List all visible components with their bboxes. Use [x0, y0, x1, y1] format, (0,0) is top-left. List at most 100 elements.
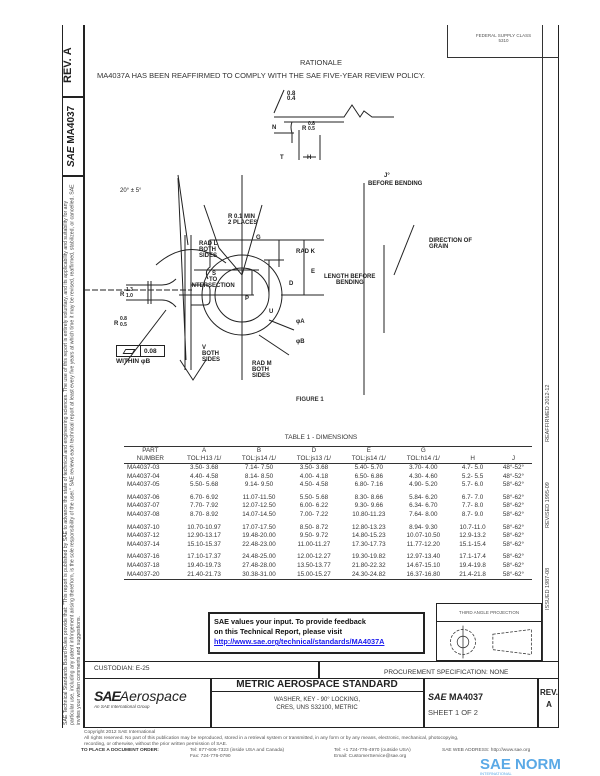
table-title: TABLE 1 - DIMENSIONS	[284, 434, 358, 441]
table-cell: MA4037-16	[127, 553, 160, 561]
svg-text:2 PLACES: 2 PLACES	[228, 220, 257, 226]
table-cell: MA4037-18	[127, 561, 160, 569]
svg-text:SIDES: SIDES	[252, 373, 270, 379]
table-cell: 12.90-13.17	[187, 532, 221, 540]
svg-text:R: R	[120, 292, 125, 298]
table-cell: MA4037-07	[127, 502, 160, 510]
tel-inside: Tel: 877-606-7323 (inside USA and Canada…	[190, 748, 285, 753]
order-label: TO PLACE A DOCUMENT ORDER:	[81, 748, 159, 753]
table-cell: 5.40- 5.70	[354, 464, 383, 471]
header-top-6	[450, 447, 495, 456]
svg-text:BOTH: BOTH	[202, 351, 219, 357]
table-cell: 4.7- 5.0	[461, 464, 484, 471]
svg-text:1.0: 1.0	[126, 293, 133, 299]
custodian: CUSTODIAN: E-25	[94, 665, 150, 672]
table-cell: 19.4-19.8	[459, 561, 486, 569]
header-top-1: A	[202, 447, 207, 454]
table-cell: 19.30-19.82	[351, 553, 386, 561]
svg-text:0.8: 0.8	[287, 91, 296, 97]
table-cell: 5.84- 6.20	[409, 493, 438, 501]
table-cell: 4.90- 5.20	[409, 481, 438, 489]
table-cell: 9.50- 9.72	[299, 532, 329, 540]
table-cell: 10.7-11.0	[459, 523, 486, 531]
custodian-row: CUSTODIAN: E-25 PROCUREMENT SPECIFICATIO…	[84, 661, 559, 679]
table-cell: 7.7- 8.0	[461, 502, 484, 510]
table-cell: 21.40-21.73	[187, 570, 221, 578]
feedback-link[interactable]: http://www.sae.org/technical/standards/M…	[214, 637, 385, 646]
procurement-spec: PROCUREMENT SPECIFICATION: NONE	[384, 669, 509, 676]
table-cell: 58°-62°	[502, 510, 525, 518]
table-cell: 11.77-12.20	[406, 540, 440, 548]
svg-text:GRAIN: GRAIN	[429, 244, 448, 250]
svg-text:φB: φB	[296, 339, 305, 345]
table-cell: MA4037-14	[127, 540, 160, 548]
table-cell: 12.07-12.50	[242, 502, 276, 510]
table-cell: 4.40- 4.58	[189, 472, 219, 480]
table-cell: 58°-62°	[502, 502, 525, 510]
table-cell: 21.80-22.32	[351, 561, 386, 569]
svg-text:0.5: 0.5	[120, 322, 127, 328]
table-cell: 7.00- 7.22	[299, 510, 329, 518]
logo-subtitle: An SAE International Group	[94, 704, 150, 709]
table-cell: 58°-62°	[502, 561, 525, 569]
header-bottom-7: J	[511, 455, 516, 462]
margin-rev: REV. A	[62, 35, 83, 95]
table-cell: 9.14- 9.50	[244, 481, 274, 489]
table-cell: 12.97-13.40	[406, 553, 441, 561]
header-bottom-2: TOL:js14 /1/	[241, 455, 277, 462]
svg-text:RAD K: RAD K	[296, 249, 316, 255]
header-top-0: PART	[142, 447, 159, 454]
rev-label: REV.	[62, 58, 74, 83]
fsc-label: FEDERAL SUPPLY CLASS	[475, 33, 532, 38]
svg-text:0.4: 0.4	[287, 96, 296, 102]
table-cell: 5.7- 6.0	[461, 481, 484, 489]
svg-text:R: R	[114, 321, 119, 327]
svg-text:V: V	[202, 345, 206, 351]
rev-value: A	[62, 47, 74, 56]
table-cell: 6.50- 6.86	[354, 472, 383, 480]
title-rev-label: REV.	[540, 688, 558, 697]
margin-divider-2	[62, 175, 84, 177]
flatness-icon	[117, 346, 141, 356]
table-cell: 17.30-17.73	[351, 540, 386, 548]
tb-divider-2	[423, 678, 425, 728]
logo-aerospace: Aerospace	[119, 688, 187, 704]
table-cell: 8.70- 8.92	[189, 510, 219, 518]
sae-norm-watermark: SAE NORM INTERNATIONAL	[480, 757, 561, 776]
title-block: SAEAerospace An SAE International Group …	[84, 678, 559, 728]
watermark-sub: INTERNATIONAL	[480, 771, 512, 776]
header-bottom-0: NUMBER	[136, 455, 164, 462]
table-cell: 22.48-23.00	[242, 540, 276, 548]
svg-text:G: G	[256, 235, 261, 241]
svg-text:0.8: 0.8	[120, 316, 127, 322]
table-cell: 58°-62°	[502, 493, 525, 501]
table-cell: 5.2- 5.5	[461, 472, 484, 480]
table-cell: 17.10-17.37	[187, 553, 221, 561]
revision-history: ISSUED 1987-08 REVISED 1995-09 REAFFIRME…	[545, 385, 551, 610]
table-cell: 19.40-19.73	[187, 561, 221, 569]
header-bottom-1: TOL:H13 /1/	[187, 455, 222, 462]
table-cell: 11.07-11.50	[242, 493, 276, 501]
flatness-value: 0.08	[144, 348, 157, 355]
header-bottom-3: TOL:js13 /1/	[296, 455, 331, 462]
table-cell: 12.9-13.2	[459, 532, 486, 540]
table-cell: 58°-62°	[502, 481, 525, 489]
issued-date: ISSUED 1987-08	[545, 567, 551, 610]
svg-text:SIDES: SIDES	[199, 253, 217, 259]
svg-text:H: H	[307, 155, 311, 161]
table-cell: 13.50-13.77	[297, 561, 331, 569]
header-top-2: B	[256, 447, 262, 454]
doc-number: MA4037	[66, 105, 77, 144]
fax: Fax: 724-776-0790	[190, 754, 231, 759]
rights-2: recording, or otherwise, without the pri…	[84, 742, 228, 747]
sae-aerospace-logo: SAEAerospace An SAE International Group	[94, 688, 187, 709]
